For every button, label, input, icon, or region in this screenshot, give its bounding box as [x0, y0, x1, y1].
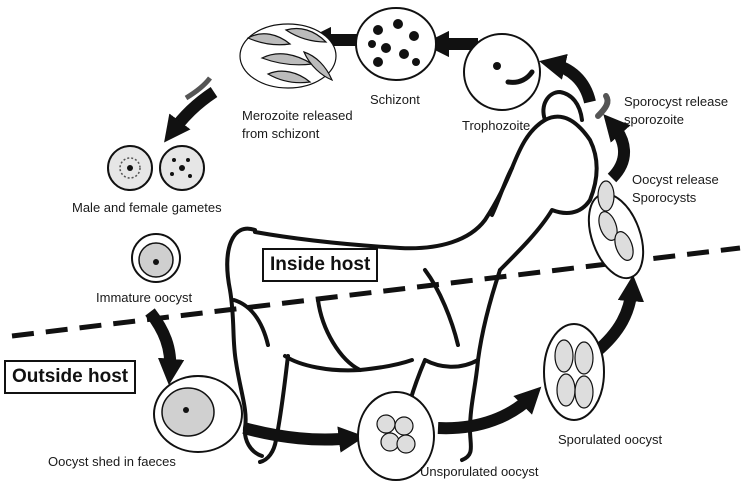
arrow-unsporulated-to-sporulated — [438, 396, 532, 428]
inside-host-label: Inside host — [262, 248, 378, 282]
arrow-sporulated-to-oocyst — [596, 288, 632, 352]
label-sporocyst-release: Sporocyst release — [624, 94, 728, 110]
label-oocyst-shed: Oocyst shed in faeces — [48, 454, 176, 470]
label-sporulated: Sporulated oocyst — [558, 432, 662, 448]
trophozoite-cell — [464, 34, 540, 110]
merozoite-cluster — [186, 24, 336, 98]
label-immature-oocyst: Immature oocyst — [96, 290, 192, 306]
gamete-cells — [108, 146, 204, 190]
sporulated-oocyst-cell — [544, 324, 604, 420]
label-oocyst-release: Oocyst release — [632, 172, 719, 188]
label-oocyst-release-2: Sporocysts — [632, 190, 696, 206]
label-merozoite-2: from schizont — [242, 126, 319, 142]
arrow-immature-to-shed — [150, 312, 170, 372]
label-trophozoite: Trophozoite — [462, 118, 530, 134]
outside-host-label: Outside host — [4, 360, 136, 394]
immature-oocyst-cell — [132, 234, 180, 282]
label-sporocyst-release-2: sporozoite — [624, 112, 684, 128]
schizont-cell — [356, 8, 436, 80]
sporozoite-shape — [598, 96, 608, 116]
arrow-merozoite-to-gametes — [172, 92, 214, 132]
arrow-oocyst-to-sporozoite — [612, 124, 624, 178]
label-unsporulated: Unsporulated oocyst — [420, 464, 539, 480]
arrow-shed-to-unsporulated — [244, 428, 352, 440]
label-merozoite: Merozoite released — [242, 108, 353, 124]
label-schizont: Schizont — [370, 92, 420, 108]
label-gametes: Male and female gametes — [72, 200, 222, 216]
shed-oocyst-cell — [154, 376, 242, 452]
